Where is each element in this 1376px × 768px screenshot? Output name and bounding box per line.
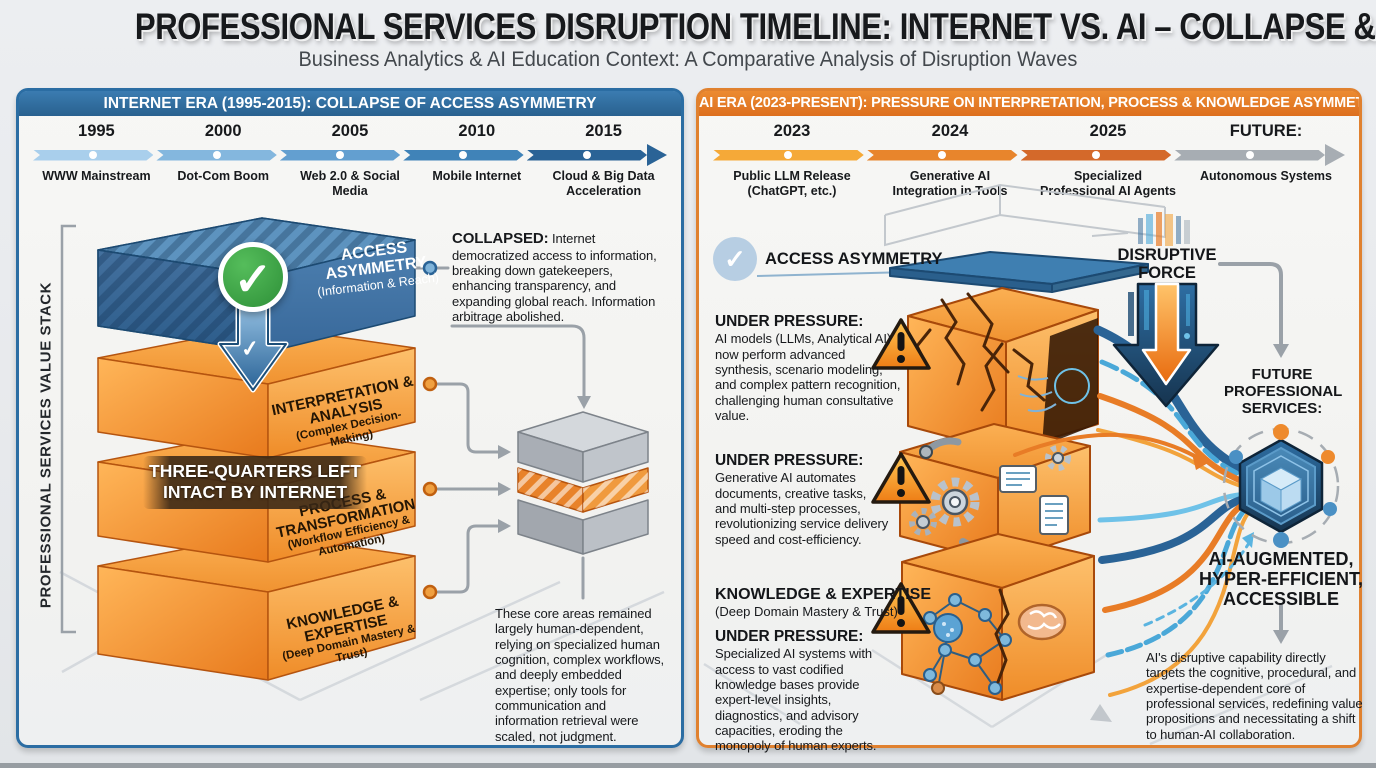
- pressure-note-1: UNDER PRESSURE: AI models (LLMs, Analyti…: [715, 313, 901, 423]
- timeline-label: Cloud & Big Data Acceleration: [552, 169, 655, 198]
- timeline-dot-icon: [1246, 151, 1254, 159]
- timeline-label: Dot-Com Boom: [177, 169, 270, 183]
- timeline-label: Public LLM Release (ChatGPT, etc.): [733, 169, 851, 198]
- timeline-year: 2010: [458, 122, 496, 140]
- timeline-year: 2025: [1089, 122, 1127, 140]
- timeline-dot-icon: [938, 151, 946, 159]
- timeline-dot-icon: [583, 151, 591, 159]
- internet-era-header: INTERNET ERA (1995-2015): COLLAPSE OF AC…: [19, 91, 681, 116]
- timeline-segment: [403, 150, 523, 161]
- check-icon: ✓: [218, 242, 288, 312]
- under-pressure-text: Generative AI automates documents, creat…: [715, 470, 889, 547]
- timeline-segment: [867, 150, 1018, 161]
- internet-timeline-labels: WWW Mainstream Dot-Com Boom Web 2.0 & So…: [33, 166, 667, 198]
- ai-era-header: AI ERA (2023-PRESENT): PRESSURE ON INTER…: [699, 91, 1359, 116]
- timeline-arrowhead-icon: [1325, 144, 1345, 166]
- under-pressure-label: UNDER PRESSURE:: [715, 313, 864, 330]
- timeline-dot-icon: [1092, 151, 1100, 159]
- collapsed-note: COLLAPSED: Internet democratized access …: [452, 230, 668, 324]
- timeline-dot-icon: [784, 151, 792, 159]
- ai-timeline-bar: [713, 144, 1345, 166]
- internet-timeline-bar: [33, 144, 668, 166]
- timeline-year: 2023: [773, 122, 811, 140]
- pressure-note-2: UNDER PRESSURE: Generative AI automates …: [715, 452, 891, 547]
- access-asymmetry-heading: ACCESS ASYMMETRY: [765, 250, 943, 268]
- internet-timeline-years: 1995 2000 2005 2010 2015: [33, 120, 667, 144]
- timeline-arrowhead-icon: [647, 144, 668, 166]
- ai-timeline: 2023 2024 2025 FUTURE: Public LLM Releas…: [699, 116, 1359, 198]
- intact-banner: THREE-QUARTERS LEFT INTACT BY INTERNET: [143, 456, 367, 509]
- timeline-label: Generative AI Integration in Tools: [892, 169, 1008, 198]
- timeline-year: FUTURE:: [1229, 122, 1303, 140]
- timeline-year: 2000: [204, 122, 242, 140]
- timeline-dot-icon: [213, 151, 221, 159]
- future-outcome-label: AI-AUGMENTED, HYPER-EFFICIENT, ACCESSIBL…: [1198, 549, 1363, 610]
- ai-timeline-years: 2023 2024 2025 FUTURE:: [713, 120, 1345, 144]
- timeline-dot-icon: [459, 151, 467, 159]
- timeline-dot-icon: [89, 151, 97, 159]
- timeline-segment: [156, 150, 276, 161]
- under-pressure-label: UNDER PRESSURE:: [715, 628, 864, 645]
- under-pressure-text: Specialized AI systems with access to va…: [715, 646, 877, 754]
- under-pressure-label: UNDER PRESSURE:: [715, 452, 864, 469]
- collapsed-label: COLLAPSED:: [452, 230, 549, 247]
- timeline-segment: [1174, 150, 1325, 161]
- timeline-year: 1995: [78, 122, 115, 140]
- bottom-strip: [0, 763, 1376, 768]
- timeline-label: Autonomous Systems: [1200, 169, 1332, 183]
- closing-note: AI's disruptive capability directly targ…: [1146, 650, 1363, 742]
- knowledge-heading: KNOWLEDGE & EXPERTISE (Deep Domain Maste…: [715, 586, 932, 619]
- timeline-year: 2005: [331, 122, 369, 140]
- timeline-label: WWW Mainstream: [42, 169, 151, 183]
- core-note: These core areas remained largely human-…: [495, 606, 665, 744]
- timeline-segment: [1021, 150, 1172, 161]
- check-icon: ✓: [239, 335, 261, 362]
- pressure-note-3: UNDER PRESSURE: Specialized AI systems w…: [715, 628, 901, 754]
- under-pressure-text: AI models (LLMs, Analytical AI) now perf…: [715, 331, 901, 423]
- future-services-label: FUTURE PROFESSIONAL SERVICES:: [1224, 366, 1343, 418]
- check-icon: ✓: [713, 237, 757, 281]
- timeline-segment: [527, 150, 647, 161]
- timeline-segment: [713, 150, 864, 161]
- page-title: PROFESSIONAL SERVICES DISRUPTION TIMELIN…: [134, 6, 1376, 47]
- timeline-label: Specialized Professional AI Agents: [1040, 169, 1176, 198]
- value-stack-label: PROFESSIONAL SERVICES VALUE STACK: [37, 281, 55, 609]
- timeline-segment: [33, 150, 153, 161]
- ai-timeline-labels: Public LLM Release (ChatGPT, etc.) Gener…: [713, 166, 1345, 198]
- timeline-label: Web 2.0 & Social Media: [300, 169, 400, 198]
- collapsed-text: Internet democratized access to informat…: [452, 231, 657, 324]
- timeline-segment: [280, 150, 400, 161]
- page-subtitle: Business Analytics & AI Education Contex…: [298, 48, 1078, 71]
- timeline-year: 2024: [931, 122, 969, 140]
- disruptive-force-label: DISRUPTIVE FORCE: [1117, 246, 1217, 283]
- timeline-label: Mobile Internet: [432, 169, 522, 183]
- internet-timeline: 1995 2000 2005 2010 2015 WWW Mainstream …: [19, 116, 681, 198]
- timeline-dot-icon: [336, 151, 344, 159]
- timeline-year: 2015: [585, 122, 622, 140]
